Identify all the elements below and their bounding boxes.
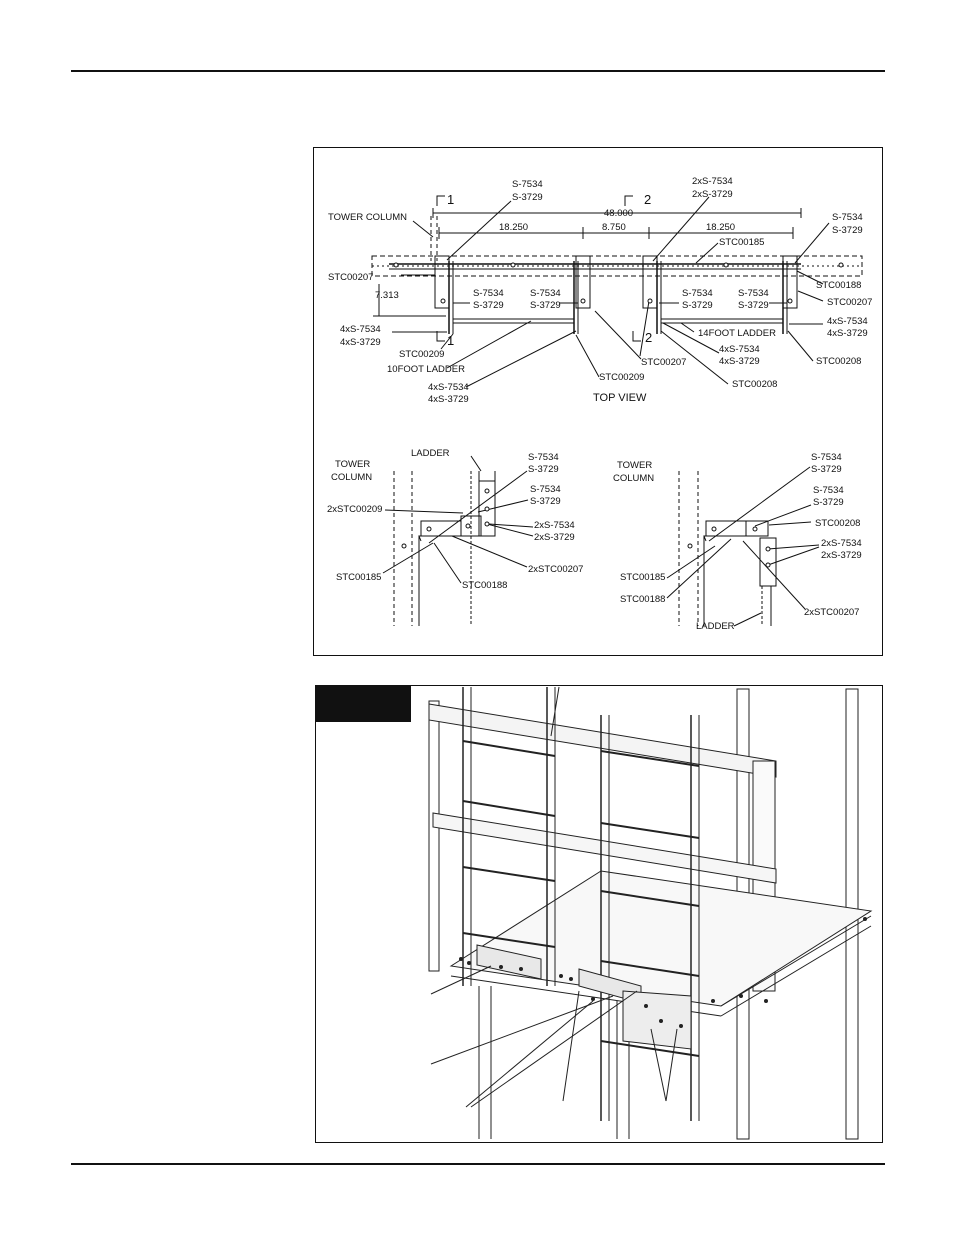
s2-2xs7534: 2xS-7534	[821, 538, 862, 549]
s3729-mid-1: S-3729	[473, 300, 504, 311]
x4s3729-left: 4xS-3729	[340, 337, 381, 348]
section-2-bottom: 2	[645, 330, 652, 345]
s1-stc00188: STC00188	[462, 580, 507, 591]
s3729-mid-2: S-3729	[530, 300, 561, 311]
s2-2xstc00207: 2xSTC00207	[804, 607, 859, 618]
figure-tab	[316, 686, 411, 722]
s1-2xs7534: 2xS-7534	[534, 520, 575, 531]
s7534-mid-4: S-7534	[738, 288, 769, 299]
s2-stc00208: STC00208	[815, 518, 860, 529]
s3729-mid-3: S-3729	[682, 300, 713, 311]
drawing-svg: 1 1 2 2 48.000 18.250 8.750 18.250 7.313…	[327, 176, 872, 632]
s2-column: COLUMN	[613, 473, 654, 484]
stc00208-right: STC00208	[816, 356, 861, 367]
dim-right: 18.250	[706, 222, 735, 233]
stc00188-right: STC00188	[816, 280, 861, 291]
x4s7534-right: 4xS-7534	[827, 316, 868, 327]
dim-overall: 48.000	[604, 208, 633, 219]
stc00209-left: STC00209	[399, 349, 444, 360]
s2-s7534-b: S-7534	[813, 485, 844, 496]
photo-panel	[315, 685, 883, 1143]
dim-depth: 7.313	[375, 290, 399, 301]
s7534-top-right: S-7534	[832, 212, 863, 223]
s7534-mid-1: S-7534	[473, 288, 504, 299]
x2s7534-top: 2xS-7534	[692, 176, 733, 187]
stc00185-top: STC00185	[719, 237, 764, 248]
s1-column: COLUMN	[331, 472, 372, 483]
top-view-title: TOP VIEW	[593, 392, 647, 404]
s1-tower: TOWER	[335, 459, 370, 470]
stc00209-mid: STC00209	[599, 372, 644, 383]
x4s7534-mid: 4xS-7534	[719, 344, 760, 355]
s3729-mid-4: S-3729	[738, 300, 769, 311]
footer-rule	[71, 1163, 885, 1165]
s2-tower: TOWER	[617, 460, 652, 471]
header-rule	[71, 70, 885, 72]
x2s3729-top: 2xS-3729	[692, 189, 733, 200]
x4s3729-mid: 4xS-3729	[719, 356, 760, 367]
s1-2xstc00209: 2xSTC00209	[327, 504, 382, 515]
section-2-top: 2	[644, 192, 651, 207]
ladder10-label: 10FOOT LADDER	[387, 364, 465, 375]
s2-s3729-a: S-3729	[811, 464, 842, 475]
s7534-top-left: S-7534	[512, 179, 543, 190]
drawing-panel: 1 1 2 2 48.000 18.250 8.750 18.250 7.313…	[313, 147, 883, 656]
isometric-ladder-illustration	[316, 686, 873, 1140]
s3729-top-right: S-3729	[832, 225, 863, 236]
ladder14-label: 14FOOT LADDER	[698, 328, 776, 339]
section-1-bottom: 1	[447, 333, 454, 348]
x4s3729-bottom: 4xS-3729	[428, 394, 469, 405]
s2-2xs3729: 2xS-3729	[821, 550, 862, 561]
s1-s3729-a: S-3729	[528, 464, 559, 475]
x4s7534-bottom: 4xS-7534	[428, 382, 469, 393]
stc00207-left: STC00207	[328, 272, 373, 283]
dim-left: 18.250	[499, 222, 528, 233]
s2-ladder: LADDER	[696, 621, 735, 632]
stc00207-mid: STC00207	[641, 357, 686, 368]
x4s3729-right: 4xS-3729	[827, 328, 868, 339]
stc00208-mid: STC00208	[732, 379, 777, 390]
s3729-top-left: S-3729	[512, 192, 543, 203]
stc00207-right: STC00207	[827, 297, 872, 308]
s2-s3729-b: S-3729	[813, 497, 844, 508]
tower-column-label: TOWER COLUMN	[328, 212, 407, 223]
s2-stc00188: STC00188	[620, 594, 665, 605]
s1-2xstc00207: 2xSTC00207	[528, 564, 583, 575]
s1-s7534-a: S-7534	[528, 452, 559, 463]
s2-s7534-a: S-7534	[811, 452, 842, 463]
s7534-mid-2: S-7534	[530, 288, 561, 299]
section-1-top: 1	[447, 192, 454, 207]
s1-s7534-b: S-7534	[530, 484, 561, 495]
s7534-mid-3: S-7534	[682, 288, 713, 299]
s2-stc00185: STC00185	[620, 572, 665, 583]
s1-2xs3729: 2xS-3729	[534, 532, 575, 543]
s1-ladder: LADDER	[411, 448, 450, 459]
dim-mid: 8.750	[602, 222, 626, 233]
s1-stc00185: STC00185	[336, 572, 381, 583]
x4s7534-left: 4xS-7534	[340, 324, 381, 335]
s1-s3729-b: S-3729	[530, 496, 561, 507]
